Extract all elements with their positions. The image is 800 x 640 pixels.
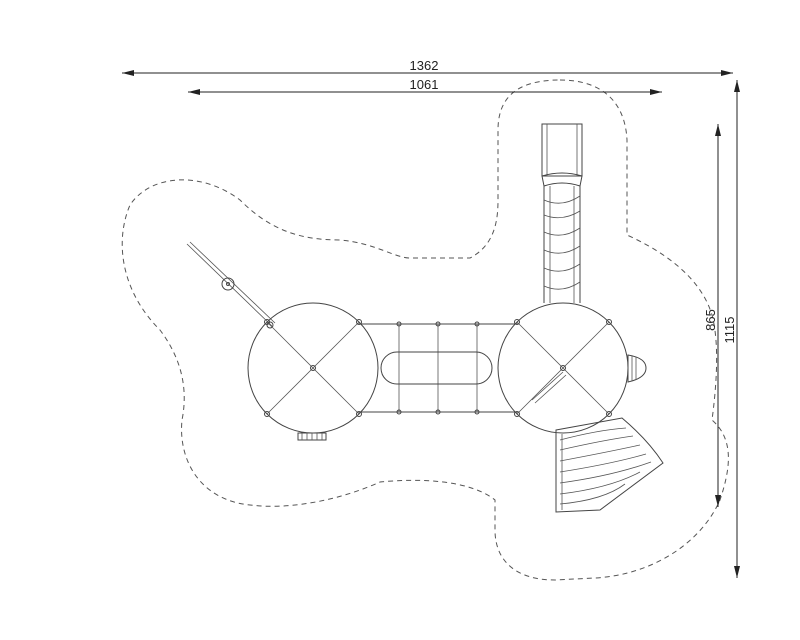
dimension-label-overall-width: 1362 — [410, 58, 439, 73]
dimension-overall-height: 1115 — [722, 80, 740, 578]
tube-slide — [541, 123, 583, 303]
left-tower-platform — [247, 302, 379, 441]
dimension-inner-height: 865 — [703, 124, 721, 507]
curved-slide — [555, 417, 664, 513]
safety-zone-outline — [121, 79, 729, 581]
dimension-inner-width: 1061 — [188, 77, 662, 95]
dimension-label-inner-height: 865 — [703, 309, 718, 331]
dimension-label-inner-width: 1061 — [410, 77, 439, 92]
rope-pole-element — [186, 241, 276, 329]
right-tower-platform — [497, 302, 647, 434]
dimension-overall-width: 1362 — [122, 58, 733, 76]
connecting-bridge — [357, 321, 518, 415]
dimension-label-overall-height: 1115 — [722, 317, 737, 344]
